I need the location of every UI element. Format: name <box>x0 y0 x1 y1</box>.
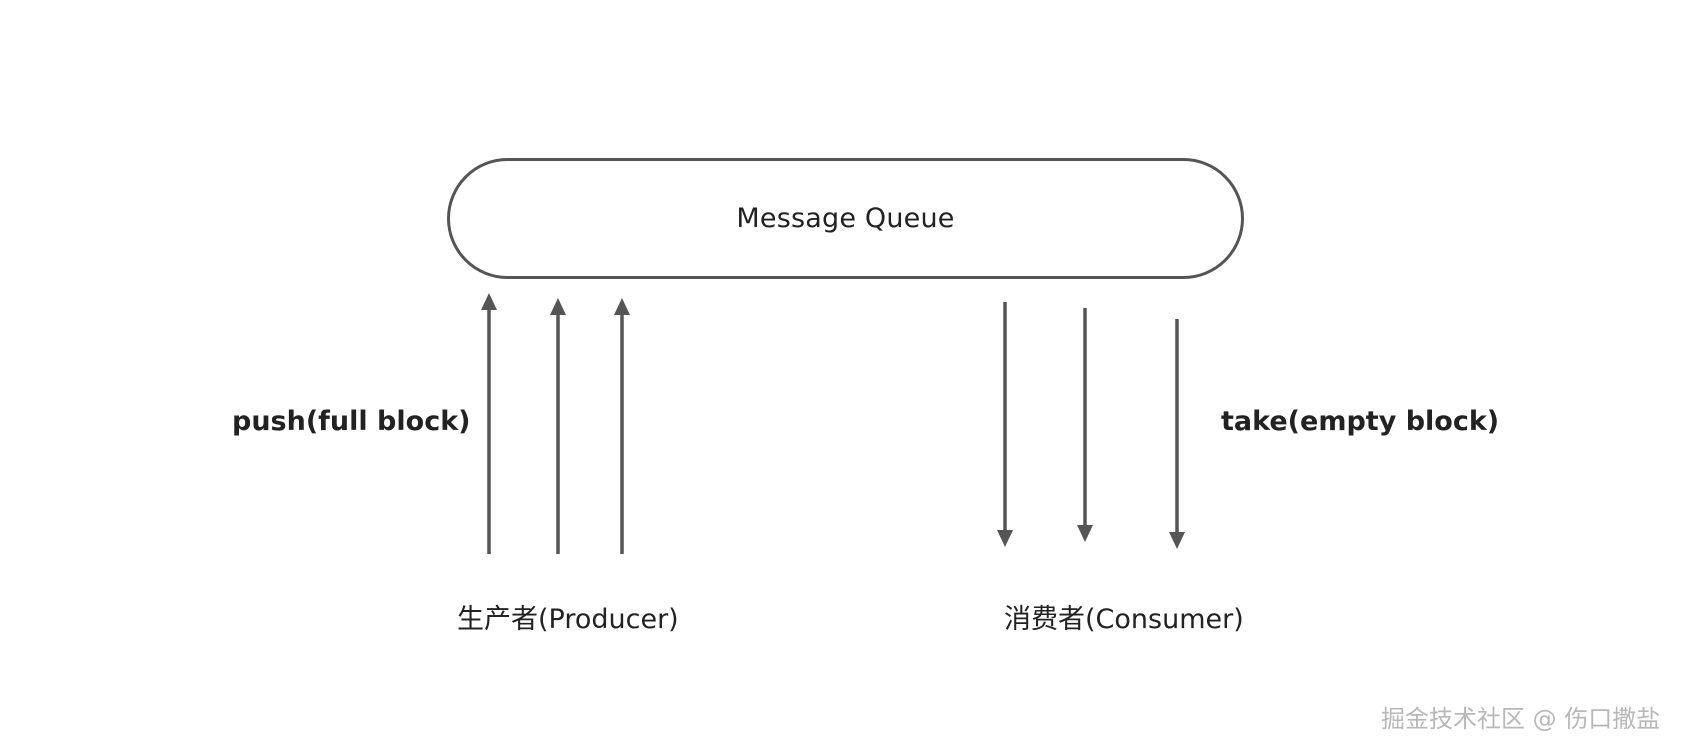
consumer-arrows <box>997 302 1185 549</box>
push-label: push(full block) <box>232 406 471 437</box>
producer-arrows <box>481 293 630 554</box>
producer-arrow-3 <box>614 298 630 554</box>
producer-arrow-1 <box>481 293 497 554</box>
consumer-arrow-2 <box>1077 308 1093 542</box>
consumer-arrow-3 <box>1169 319 1185 549</box>
consumer-arrow-1 <box>997 302 1013 547</box>
producer-arrow-2 <box>550 298 566 554</box>
message-queue-box: Message Queue <box>447 158 1244 279</box>
watermark-text: 掘金技术社区 @ 伤口撒盐 <box>1381 705 1661 733</box>
producer-label: 生产者(Producer) <box>457 604 679 635</box>
take-label: take(empty block) <box>1221 406 1500 437</box>
consumer-label: 消费者(Consumer) <box>1004 604 1244 635</box>
message-queue-label: Message Queue <box>736 203 955 234</box>
